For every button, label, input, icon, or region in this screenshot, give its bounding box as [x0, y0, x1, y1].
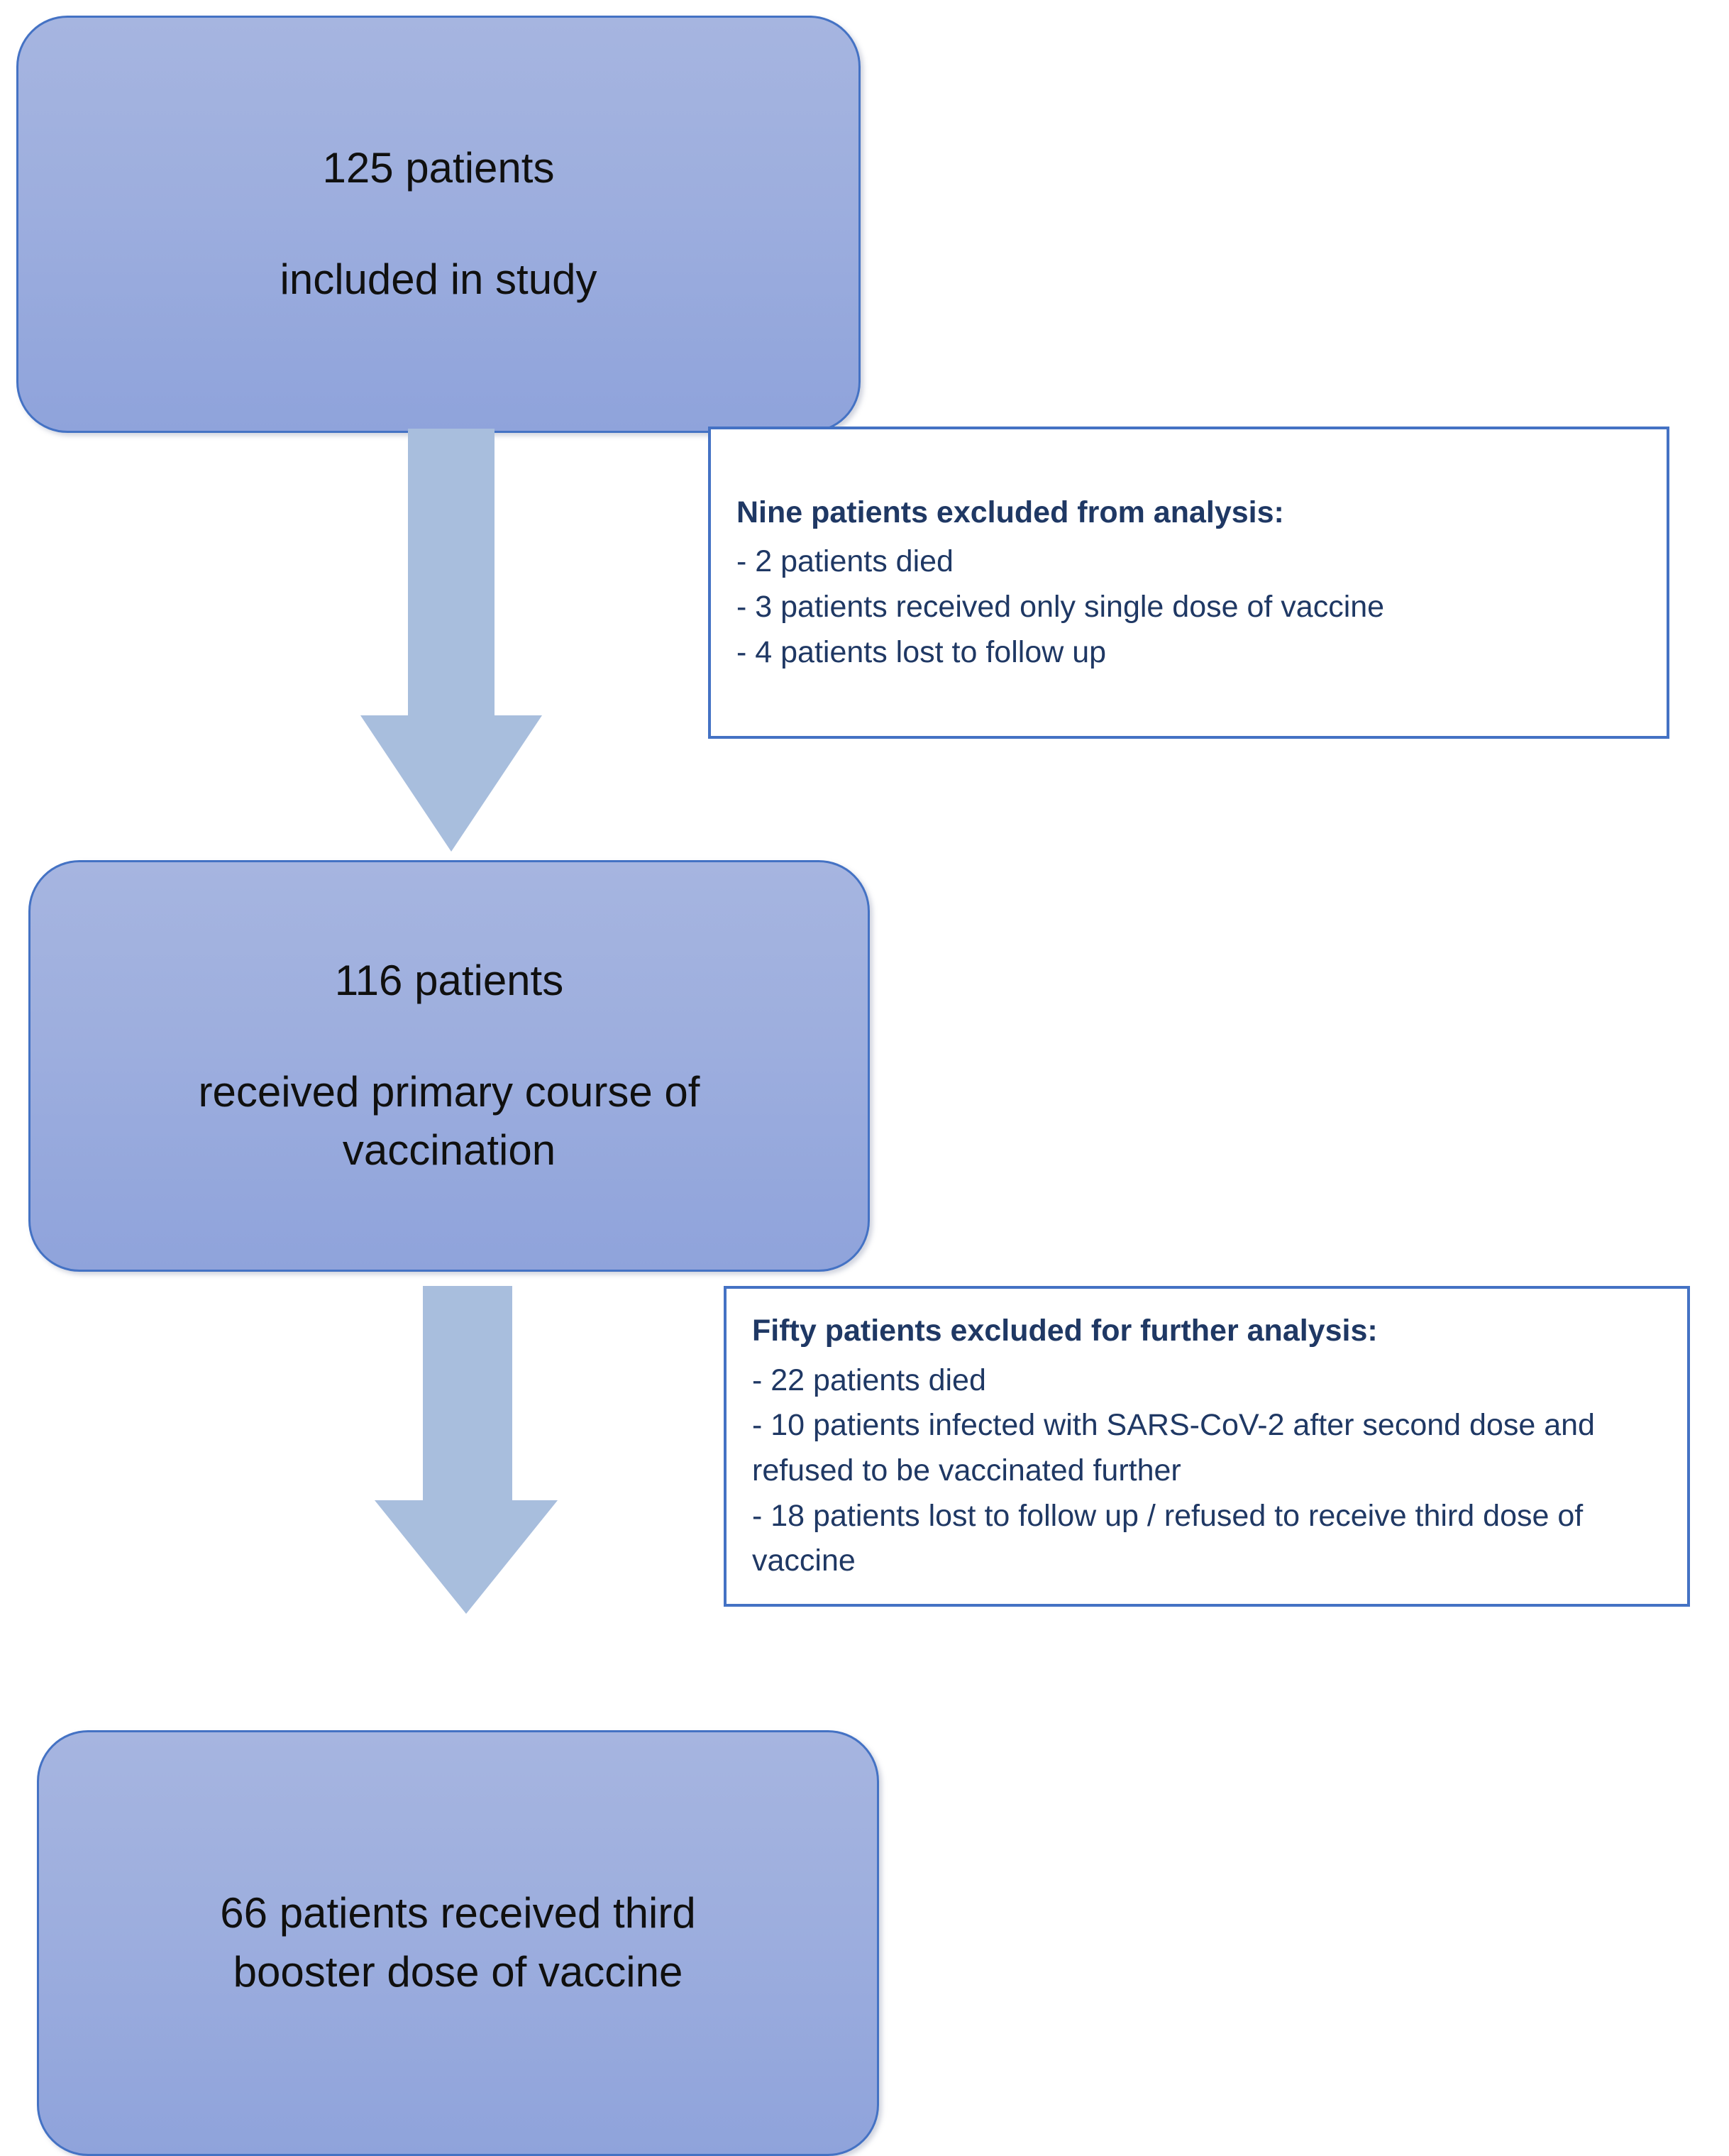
callout-first-item-3: - 4 patients lost to follow up: [736, 634, 1107, 669]
node-patients-booster: 66 patients received third booster dose …: [37, 1730, 879, 2156]
callout-first-exclusions: Nine patients excluded from analysis: - …: [708, 427, 1669, 739]
node-included-line-1: 125 patients: [322, 144, 555, 192]
callout-second-item-3: - 18 patients lost to follow up / refuse…: [752, 1498, 1584, 1578]
callout-second-exclusions: Fifty patients excluded for further anal…: [724, 1286, 1690, 1607]
down-arrow-icon-second: [375, 1286, 558, 1614]
callout-second-heading: Fifty patients excluded for further anal…: [752, 1314, 1378, 1348]
callout-second-item-1: - 22 patients died: [752, 1363, 986, 1397]
callout-first-item-2: - 3 patients received only single dose o…: [736, 590, 1385, 624]
callout-first-heading: Nine patients excluded from analysis:: [736, 495, 1284, 529]
node-booster-line-1: 66 patients received third: [220, 1889, 696, 1937]
node-primary-line-3: vaccination: [342, 1126, 556, 1175]
node-patients-primary-course: 116 patients received primary course of …: [28, 860, 870, 1272]
node-booster-line-2: booster dose of vaccine: [233, 1948, 683, 1996]
down-arrow-icon-first: [360, 429, 542, 852]
node-patients-included: 125 patients included in study: [16, 16, 861, 433]
callout-first-item-1: - 2 patients died: [736, 544, 954, 579]
node-included-line-2: included in study: [280, 255, 597, 303]
node-primary-line-2: received primary course of: [198, 1067, 700, 1116]
node-primary-line-1: 116 patients: [334, 956, 564, 1004]
callout-second-item-2: - 10 patients infected with SARS-CoV-2 a…: [752, 1408, 1595, 1487]
